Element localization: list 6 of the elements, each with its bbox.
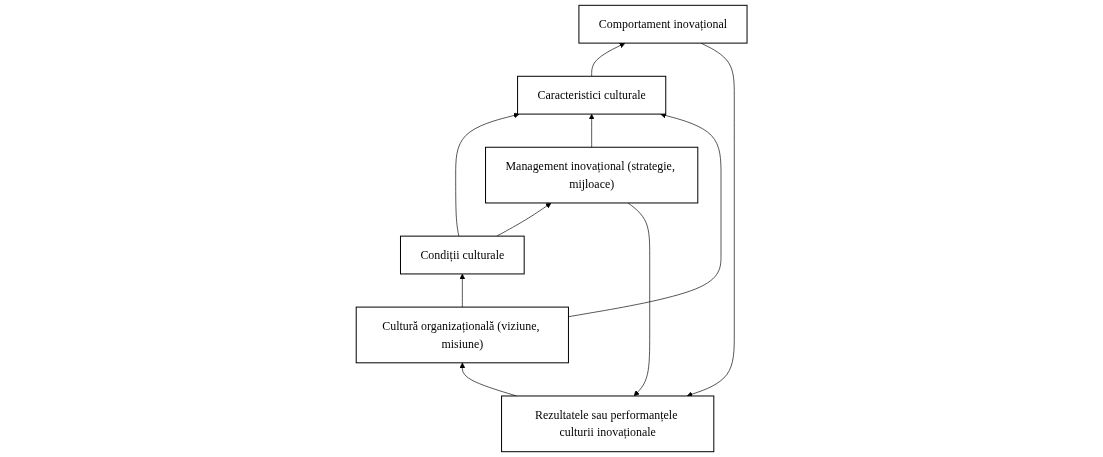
node-box: Condiții culturale	[399, 235, 525, 275]
node-box: Management inovațional (strategie, mijloace)	[484, 146, 699, 204]
node-box: Caracteristici culturale	[516, 75, 667, 115]
node-box: Rezultatele sau performanțele culturii inovaționale	[500, 395, 715, 453]
node-box: Comportament inovațional	[578, 4, 748, 44]
node-box: Cultură organizațională (viziune, misiune)	[355, 306, 569, 364]
